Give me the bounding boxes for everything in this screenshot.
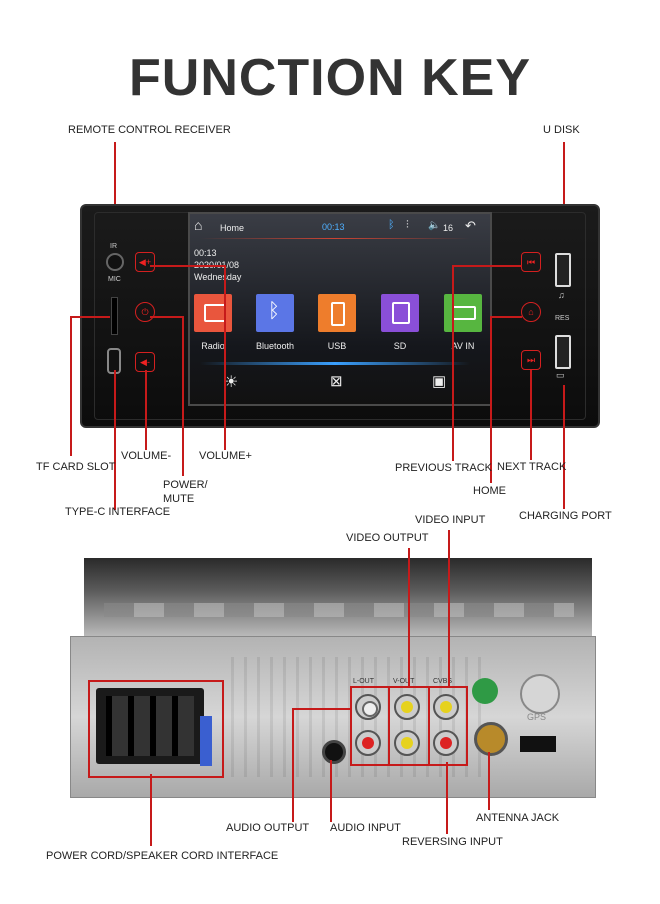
label-charging-port: CHARGING PORT	[519, 510, 612, 522]
back-icon[interactable]: ↶	[465, 218, 476, 233]
bluetooth-app[interactable]: ᛒ	[256, 294, 294, 332]
label-remote: REMOTE CONTROL RECEIVER	[68, 124, 231, 136]
radio-app[interactable]	[194, 294, 232, 332]
label-previous-track: PREVIOUS TRACK	[395, 462, 492, 474]
av-in-app[interactable]	[444, 294, 482, 332]
app-label-radio: Radio	[201, 341, 225, 351]
iso-connector[interactable]	[96, 688, 204, 764]
page-title: FUNCTION KEY	[129, 49, 531, 107]
bluetooth-icon: ᛒ	[268, 300, 280, 322]
lout-label: L-OUT	[353, 678, 374, 685]
label-audio-output: AUDIO OUTPUT	[226, 822, 310, 834]
gps-port[interactable]	[520, 674, 560, 714]
vout-label: V-OUT	[393, 678, 415, 685]
volume-minus-button[interactable]: ◀-	[135, 352, 155, 372]
app-label-avin: AV IN	[451, 341, 475, 351]
screen-off-icon[interactable]: ⊠	[330, 373, 343, 390]
battery-icon: ▭	[556, 370, 565, 380]
screen-clock: 00:13	[322, 222, 345, 232]
app-label-usb: USB	[327, 341, 347, 351]
rca-video-out-yellow-2[interactable]	[394, 730, 420, 756]
label-reversing-input: REVERSING INPUT	[402, 836, 503, 848]
usb-port-charging[interactable]	[555, 335, 571, 369]
label-type-c: TYPE-C INTERFACE	[65, 506, 171, 518]
usb-icon	[331, 302, 345, 326]
unit-chassis-top	[84, 558, 592, 638]
bluetooth-status-icon: ᛒ	[388, 219, 395, 231]
rear-vent	[520, 736, 556, 752]
usb-app[interactable]	[318, 294, 356, 332]
brightness-icon[interactable]: ☀	[224, 374, 239, 391]
rca-right-out-red[interactable]	[355, 730, 381, 756]
music-note-icon: ♫	[558, 290, 565, 300]
sd-app[interactable]	[381, 294, 419, 332]
app-label-sd: SD	[393, 341, 407, 351]
green-button	[472, 678, 498, 704]
label-power-cord: POWER CORD/SPEAKER CORD INTERFACE	[46, 850, 279, 862]
label-video-output: VIDEO OUTPUT	[346, 532, 429, 544]
previous-track-button[interactable]: ⏮	[521, 252, 541, 272]
mic-label: MIC	[108, 276, 121, 283]
ir-receiver	[106, 253, 124, 271]
av-icon	[452, 306, 476, 320]
fuse	[200, 716, 212, 766]
rca-video-out-yellow-1[interactable]	[394, 694, 420, 720]
volume-level: 16	[443, 223, 454, 233]
label-power-mute: POWER/ MUTE	[163, 479, 208, 505]
wallpaper-icon[interactable]: ▣	[432, 373, 447, 390]
home-icon[interactable]: ⌂	[194, 217, 203, 233]
rca-video-in-yellow[interactable]	[433, 694, 459, 720]
cvbs-label: CVBS	[433, 678, 453, 685]
label-volume-minus: VOLUME-	[121, 450, 172, 462]
next-track-button[interactable]: ⏭	[521, 350, 541, 370]
volume-plus-button[interactable]: ◀+	[135, 252, 155, 272]
home-button[interactable]: ⌂	[521, 302, 541, 322]
sd-icon	[392, 302, 410, 324]
ir-label: IR	[110, 243, 117, 250]
label-tf-card: TF CARD SLOT	[36, 461, 116, 473]
antenna-jack[interactable]	[474, 722, 508, 756]
app-label-bluetooth: Bluetooth	[255, 341, 295, 351]
radio-icon	[204, 304, 226, 322]
audio-input-jack[interactable]	[322, 740, 346, 764]
gps-label: GPS	[527, 712, 547, 722]
rca-left-out-white[interactable]	[355, 694, 381, 720]
label-udisk: U DISK	[543, 124, 580, 136]
equalizer-icon[interactable]: ⫶	[406, 219, 409, 231]
iso-connector-highlight	[88, 680, 224, 778]
res-label: RES	[555, 315, 570, 322]
label-antenna-jack: ANTENNA JACK	[476, 812, 560, 824]
label-audio-input: AUDIO INPUT	[330, 822, 401, 834]
rca-reversing-in-red[interactable]	[433, 730, 459, 756]
power-mute-button[interactable]: ⏻	[135, 302, 155, 322]
label-next-track: NEXT TRACK	[497, 461, 567, 473]
screen-time: 00:13	[194, 248, 217, 258]
screen-home-label: Home	[220, 223, 245, 233]
tf-card-slot[interactable]	[111, 297, 118, 335]
label-video-input: VIDEO INPUT	[415, 514, 486, 526]
label-home: HOME	[473, 485, 506, 497]
usb-port-music[interactable]	[555, 253, 571, 287]
screen-day: Wednesday	[194, 272, 242, 282]
volume-icon[interactable]: 🔈	[428, 220, 441, 231]
label-volume-plus: VOLUME+	[199, 450, 252, 462]
